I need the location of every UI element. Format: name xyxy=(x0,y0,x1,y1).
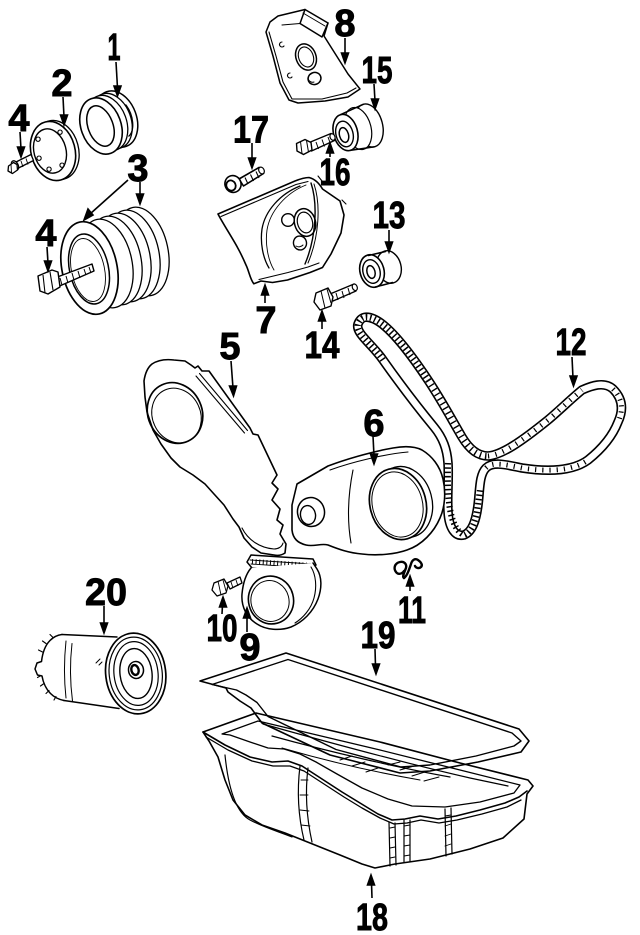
svg-text:11: 11 xyxy=(398,590,426,632)
svg-text:19: 19 xyxy=(361,615,396,657)
svg-text:5: 5 xyxy=(219,326,240,368)
svg-text:10: 10 xyxy=(207,608,238,650)
svg-text:9: 9 xyxy=(239,627,260,669)
svg-text:14: 14 xyxy=(305,325,340,367)
svg-text:6: 6 xyxy=(363,403,384,445)
svg-text:12: 12 xyxy=(556,322,587,364)
svg-text:17: 17 xyxy=(233,110,269,152)
svg-text:4: 4 xyxy=(35,213,56,255)
svg-text:18: 18 xyxy=(356,897,388,935)
svg-text:8: 8 xyxy=(334,3,355,45)
svg-text:20: 20 xyxy=(85,572,127,614)
svg-text:4: 4 xyxy=(8,98,29,140)
svg-text:7: 7 xyxy=(255,300,276,342)
svg-text:16: 16 xyxy=(320,152,351,194)
svg-text:1: 1 xyxy=(108,27,121,69)
svg-text:15: 15 xyxy=(362,50,393,92)
svg-text:2: 2 xyxy=(51,63,72,105)
svg-text:13: 13 xyxy=(373,195,406,237)
svg-text:3: 3 xyxy=(127,148,148,190)
